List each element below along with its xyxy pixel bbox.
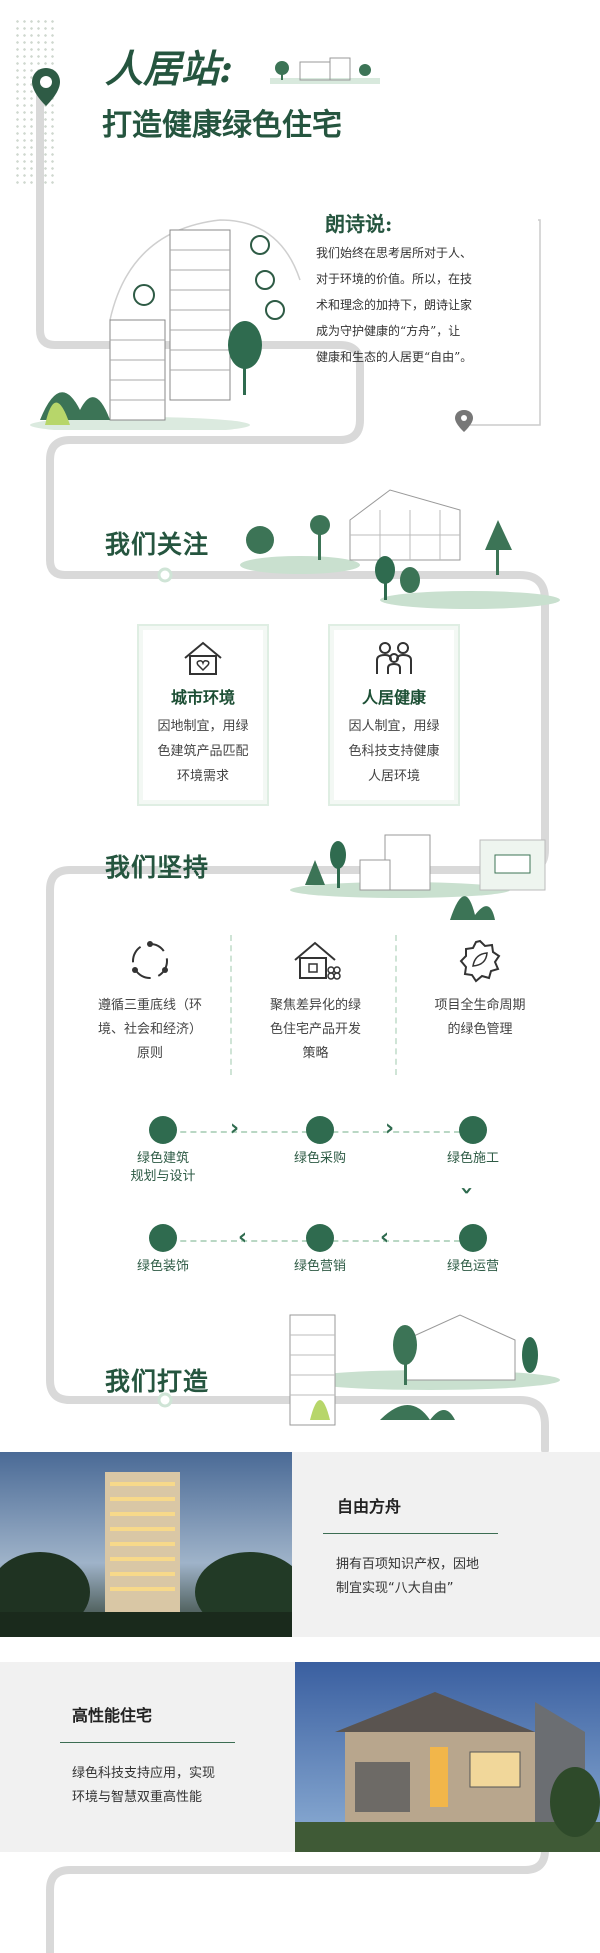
house-heart-icon — [184, 641, 222, 675]
insist-illustration — [290, 834, 546, 920]
flow-step-label: 规划与设计 — [130, 1169, 196, 1184]
city-health-illustration — [30, 219, 301, 430]
paint-roller-icon — [149, 1224, 177, 1252]
section-title-focus: 我们关注 — [105, 530, 210, 559]
intro-line: 术和理念的加持下，朗诗让家 — [316, 298, 473, 312]
insist-line: 原则 — [136, 1046, 163, 1061]
flow-step-decoration: 绿色装饰 — [118, 1224, 208, 1276]
product-divider — [60, 1742, 235, 1743]
flow-step-label: 绿色建筑 — [136, 1151, 189, 1166]
flow-step-operation: 绿色运营 — [428, 1224, 518, 1276]
insist-line: 的绿色管理 — [447, 1022, 513, 1037]
insist-item-lifecycle: 项目全生命周期 的绿色管理 — [405, 938, 555, 1042]
house-grid-icon — [293, 941, 341, 980]
insist-item-differentiation: 聚焦差异化的绿 色住宅产品开发 策略 — [238, 938, 393, 1066]
product-desc-line: 环境与智慧双重高性能 — [72, 1790, 203, 1805]
compass-icon — [149, 1116, 177, 1144]
chart-icon — [459, 1224, 487, 1252]
intro-line: 成为守护健康的“方舟”，让 — [316, 324, 461, 338]
insist-line: 境、社会和经济） — [97, 1022, 202, 1037]
intro-heading: 朗诗说: — [325, 212, 393, 236]
header-building-illustration — [270, 57, 380, 84]
product-desc: 拥有百项知识产权，因地 制宜实现“八大自由” — [336, 1553, 479, 1601]
intro-bracket — [455, 219, 541, 432]
focus-card-line: 色科技支持健康 — [348, 744, 440, 759]
family-icon — [376, 642, 412, 674]
intro-text: 我们始终在思考居所对于人、 对于环境的价值。所以，在技 术和理念的加持下，朗诗让… — [316, 240, 538, 370]
dot-pattern — [14, 18, 56, 188]
product-desc-line: 拥有百项知识产权，因地 — [336, 1557, 480, 1572]
focus-illustration — [240, 489, 560, 609]
insist-item-triple-bottom-line: 遵循三重底线（环 境、社会和经济） 原则 — [70, 938, 230, 1066]
header-title: 打造健康绿色住宅 — [102, 108, 342, 143]
focus-card-line: 人居环境 — [367, 769, 420, 784]
arrow-left-icon: ‹ — [380, 1225, 390, 1250]
arrow-down-icon: › — [454, 1185, 480, 1196]
flow-step-design: 绿色建筑 规划与设计 — [118, 1116, 208, 1186]
product-title: 高性能住宅 — [72, 1706, 153, 1725]
people-icon — [306, 1224, 334, 1252]
intro-line: 对于环境的价值。所以，在技 — [316, 272, 473, 286]
flow-step-procurement: 绿色采购 — [275, 1116, 365, 1168]
flow-step-marketing: 绿色营销 — [275, 1224, 365, 1276]
product-desc-line: 制宜实现“八大自由” — [336, 1581, 454, 1596]
product-image-tower — [0, 1452, 292, 1637]
product-desc-line: 绿色科技支持应用，实现 — [72, 1766, 216, 1781]
location-pin-icon — [32, 68, 60, 106]
focus-card-title: 城市环境 — [170, 688, 235, 707]
arrow-right-icon: › — [230, 1116, 240, 1141]
insist-line: 策略 — [302, 1046, 329, 1061]
arrow-right-icon: › — [385, 1116, 395, 1141]
intro-line: 我们始终在思考居所对于人、 — [316, 246, 473, 260]
focus-card-line: 环境需求 — [176, 769, 229, 784]
flow-step-label: 绿色装饰 — [136, 1259, 189, 1274]
flow-step-construction: 绿色施工 — [428, 1116, 518, 1168]
flow-step-label: 绿色施工 — [446, 1151, 499, 1166]
focus-card-title: 人居健康 — [361, 688, 426, 707]
insist-line: 聚焦差异化的绿 — [269, 998, 361, 1013]
flow-step-label: 绿色采购 — [293, 1151, 346, 1166]
arrow-left-icon: ‹ — [238, 1225, 248, 1250]
divider — [230, 935, 232, 1075]
cart-icon — [306, 1116, 334, 1144]
intro-line: 健康和生态的人居更“自由”。 — [316, 350, 473, 364]
header-title-script: 人居站: — [105, 46, 234, 91]
section-title-insist: 我们坚持 — [105, 853, 210, 882]
focus-card-line: 因人制宜，用绿 — [348, 719, 440, 734]
divider — [395, 935, 397, 1075]
build-illustration — [289, 1314, 560, 1426]
focus-card-line: 因地制宜，用绿 — [157, 719, 249, 734]
product-desc: 绿色科技支持应用，实现 环境与智慧双重高性能 — [72, 1762, 215, 1810]
focus-card-city: 城市环境 因地制宜，用绿 色建筑产品匹配 环境需求 — [137, 624, 269, 806]
product-title: 自由方舟 — [337, 1497, 402, 1516]
insist-line: 色住宅产品开发 — [269, 1022, 361, 1037]
badge-leaf-icon — [459, 939, 501, 983]
section-title-build: 我们打造 — [105, 1367, 210, 1396]
crane-icon — [459, 1116, 487, 1144]
insist-line: 遵循三重底线（环 — [97, 998, 202, 1013]
product-image-house — [295, 1662, 600, 1852]
focus-card-health: 人居健康 因人制宜，用绿 色科技支持健康 人居环境 — [328, 624, 460, 806]
cycle-dots-icon — [132, 941, 168, 979]
insist-line: 项目全生命周期 — [434, 998, 526, 1013]
focus-card-line: 色建筑产品匹配 — [157, 744, 249, 759]
product-divider — [323, 1533, 498, 1534]
flow-step-label: 绿色运营 — [446, 1259, 499, 1274]
flow-step-label: 绿色营销 — [293, 1259, 346, 1274]
